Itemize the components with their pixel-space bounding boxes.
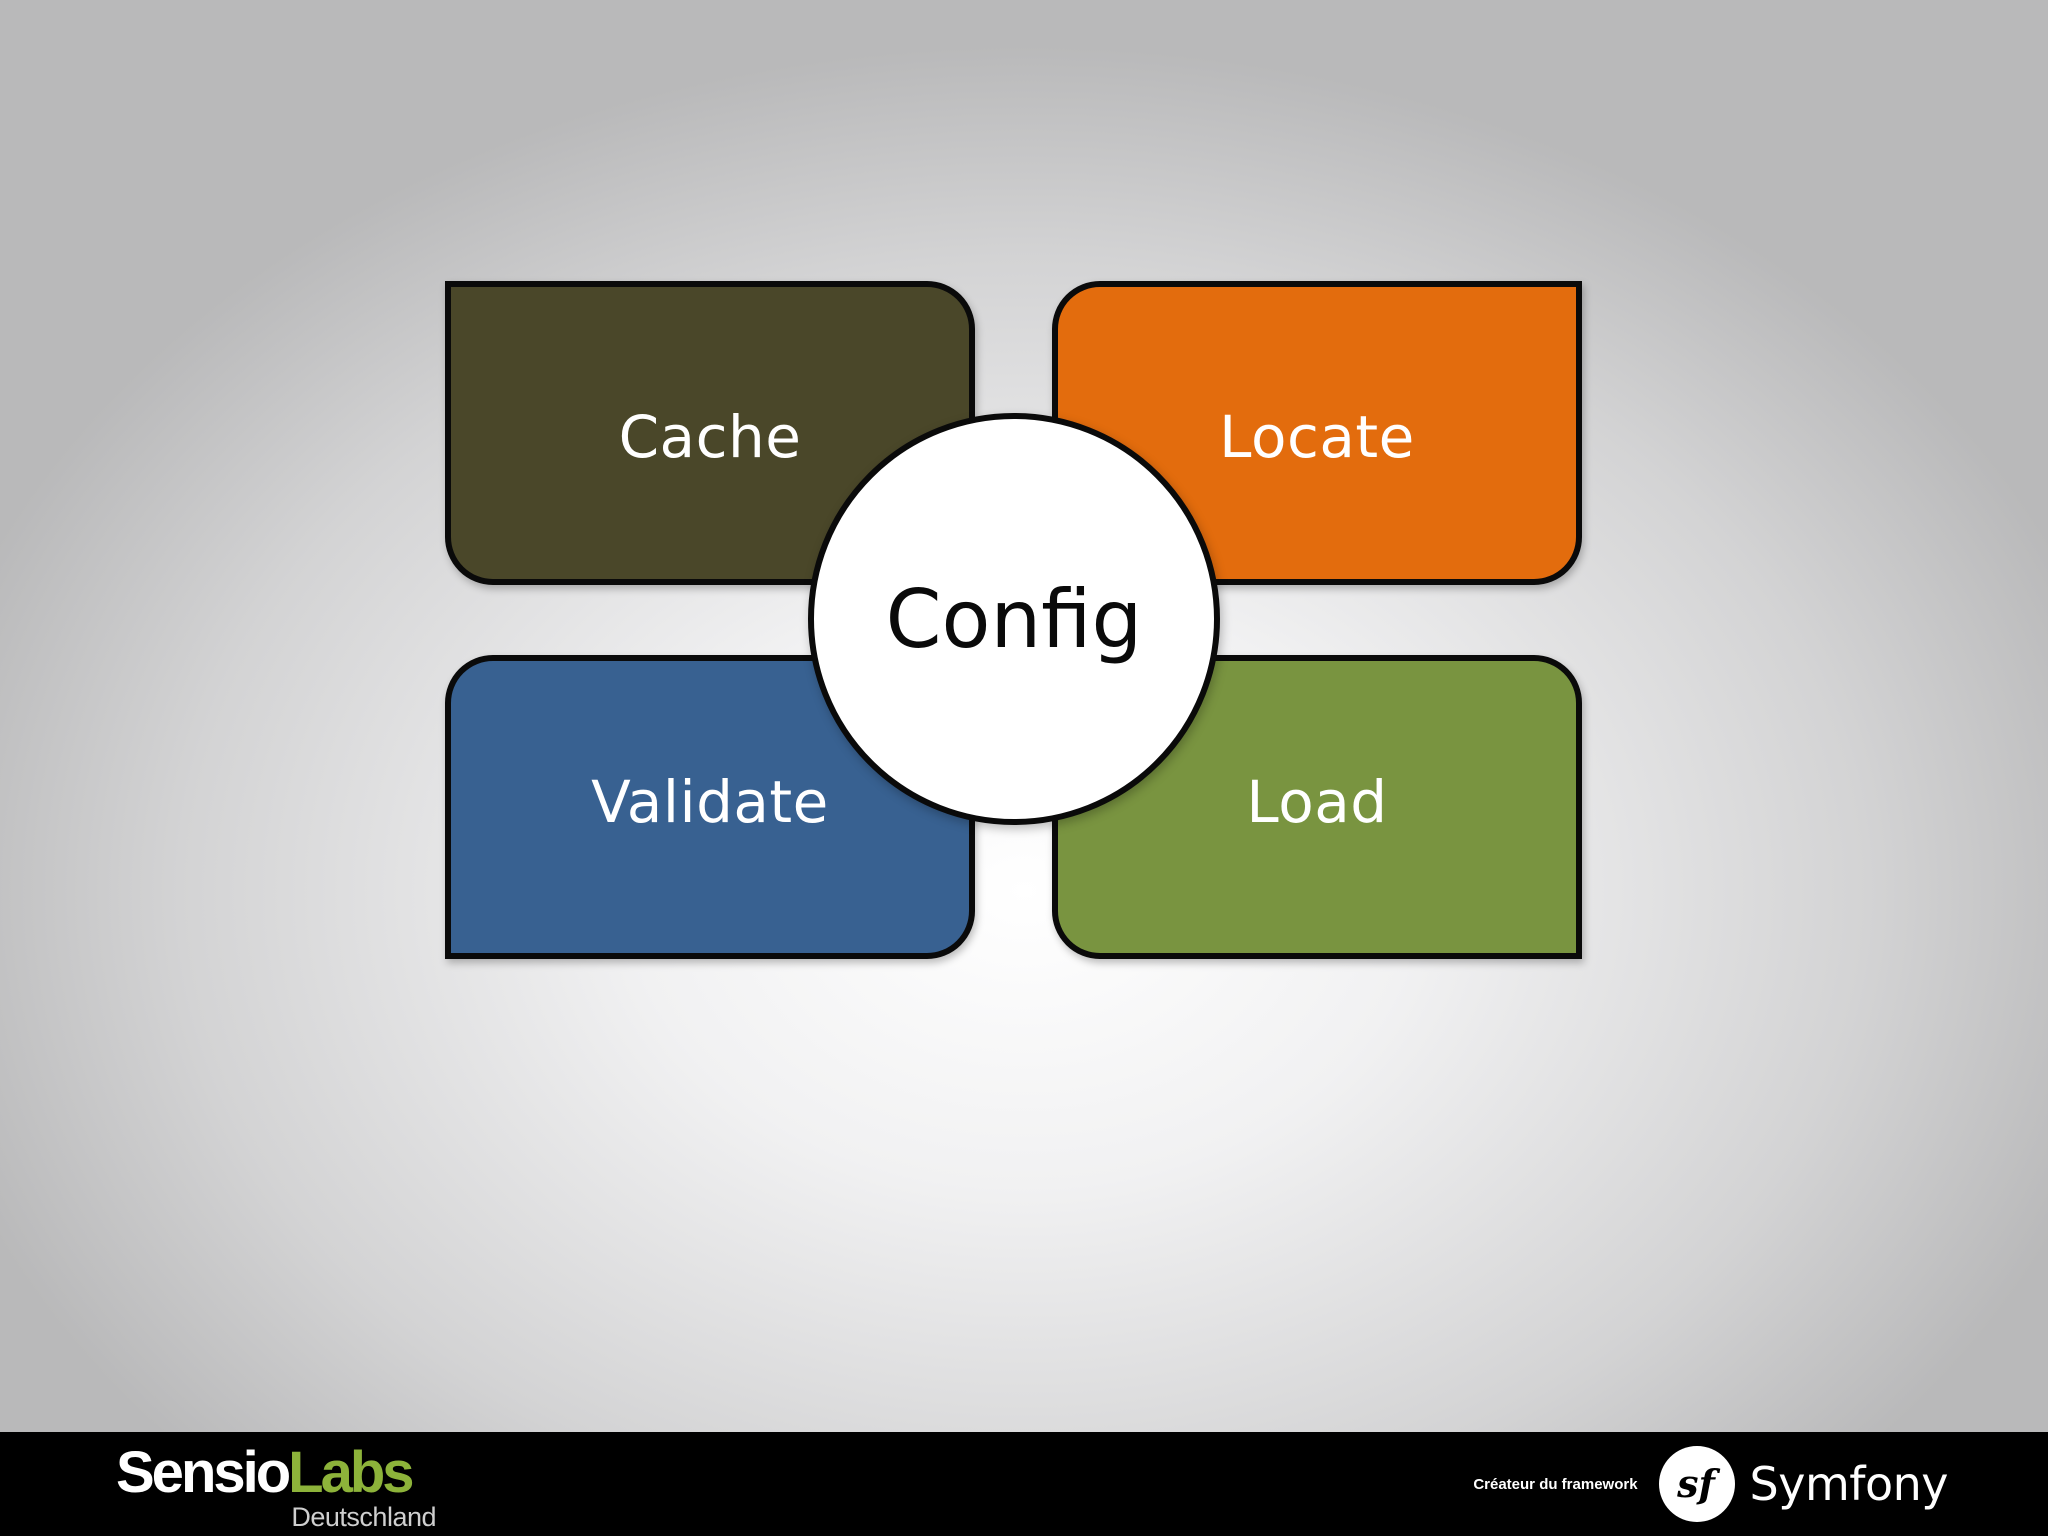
cache-box: Cache [445,281,975,585]
locate-box: Locate [1052,281,1582,585]
sensiolabs-logo: SensioLabs Deutschland [116,1440,446,1533]
symfony-wordmark: Symfony [1749,1457,1949,1511]
brand-sub: Deutschland [291,1502,436,1532]
validate-label: Validate [591,768,829,836]
symfony-sf-icon: sf [1658,1446,1735,1522]
brand-primary: Sensio [116,1440,291,1505]
config-label: Config [885,572,1143,666]
sensiolabs-wordmark: SensioLabs [116,1440,415,1505]
slide: Cache Locate Validate Load Config [445,281,1582,959]
symfony-branding: Créateur du framework sf Symfony [1473,1444,1949,1524]
footer-bar: SensioLabs Deutschland Créateur du frame… [0,1432,2048,1536]
config-circle: Config [808,413,1220,825]
brand-secondary: Labs [288,1440,414,1505]
cache-label: Cache [618,403,802,471]
load-label: Load [1246,768,1388,836]
locate-label: Locate [1219,403,1415,471]
creator-text: Créateur du framework [1473,1475,1638,1493]
svg-text:sf: sf [1676,1461,1720,1506]
